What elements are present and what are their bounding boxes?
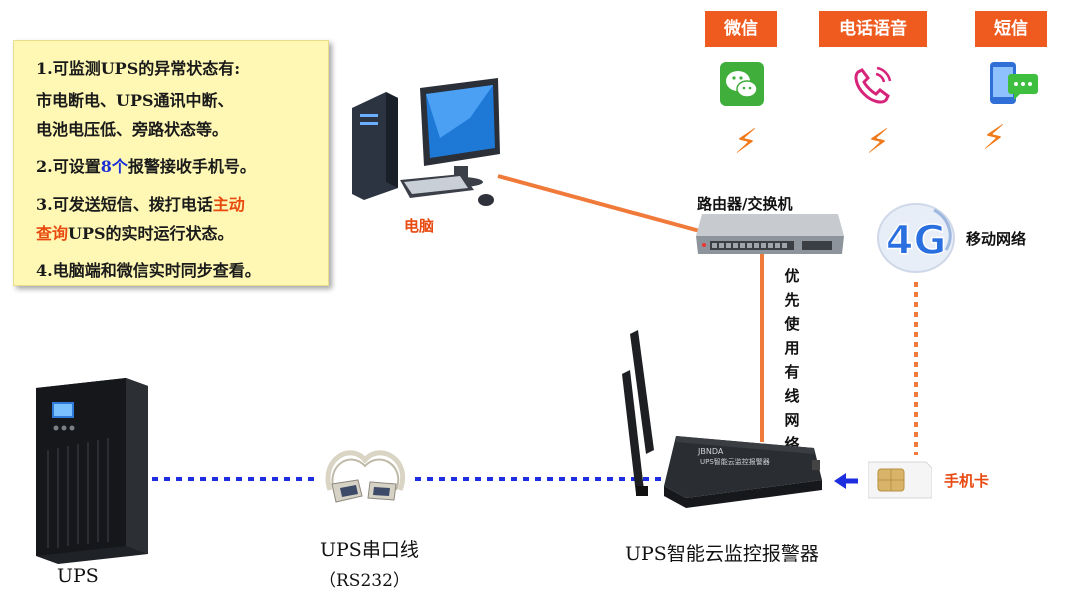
feature-line-4-post: 报警接收手机号。	[127, 157, 256, 176]
feature-line-6-post: UPS的实时运行状态。	[68, 224, 234, 243]
ups-alarm-device-icon: JBNDA UPS智能云监控报警器	[622, 330, 822, 508]
feature-line-2: 市电断电、UPS通讯中断、	[36, 91, 234, 110]
serial-cable-icon	[325, 450, 405, 503]
channel-tag-sms: 短信	[975, 11, 1047, 47]
sim-label: 手机卡	[944, 472, 990, 490]
mobile-network-label: 移动网络	[966, 230, 1027, 248]
router-label: 路由器/交换机	[697, 195, 793, 213]
sim-arrow-head	[834, 473, 846, 489]
signal-bolt-icon-voice: ⚡	[866, 122, 890, 162]
signal-bolt-icon-sms: ⚡	[982, 118, 1006, 158]
feature-line-4-pre: 2.可设置	[36, 157, 101, 176]
ups-label: UPS	[57, 565, 99, 587]
feature-line-7: 4.电脑端和微信实时同步查看。	[36, 261, 261, 280]
device-brand-text: JBNDA	[697, 447, 724, 456]
wechat-icon	[720, 62, 764, 106]
feature-line-4: 2.可设置8个报警接收手机号。	[36, 153, 256, 177]
feature-line-3: 电池电压低、旁路状态等。	[36, 120, 229, 139]
network-switch-icon	[696, 214, 844, 254]
ups-unit-icon	[36, 378, 148, 564]
sms-icon	[990, 62, 1038, 104]
device-body-text: UPS智能云监控报警器	[700, 457, 770, 466]
channel-tag-voice: 电话语音	[819, 11, 927, 47]
computer-label: 电脑	[404, 217, 435, 235]
desktop-computer-icon	[352, 78, 500, 206]
signal-bolt-icon-wechat: ⚡	[734, 122, 758, 162]
feature-line-6: 查询UPS的实时运行状态。	[36, 220, 234, 244]
cable-type-label: （RS232）	[319, 571, 410, 591]
phone-call-icon	[854, 66, 892, 104]
feature-line-5-red: 主动	[212, 195, 245, 214]
device-label: UPS智能云监控报警器	[625, 543, 819, 565]
alarm-number-count: 8个	[100, 157, 128, 176]
feature-line-6-red: 查询	[36, 224, 69, 243]
feature-line-5: 3.可发送短信、拨打电话主动	[36, 191, 245, 215]
computer-router-link	[497, 174, 719, 238]
feature-line-1: 1.可监测UPS的异常状态有:	[36, 59, 241, 78]
4g-badge-text: 4G	[886, 218, 947, 264]
sim-card-icon	[868, 461, 932, 499]
feature-info-box: 1.可监测UPS的异常状态有: 市电断电、UPS通讯中断、 电池电压低、旁路状态…	[13, 40, 329, 286]
channel-tag-wechat: 微信	[705, 11, 777, 47]
4g-network-icon: 4G	[877, 203, 955, 273]
cable-label: UPS串口线	[320, 539, 419, 561]
feature-line-5-pre: 3.可发送短信、拨打电话	[36, 195, 213, 214]
